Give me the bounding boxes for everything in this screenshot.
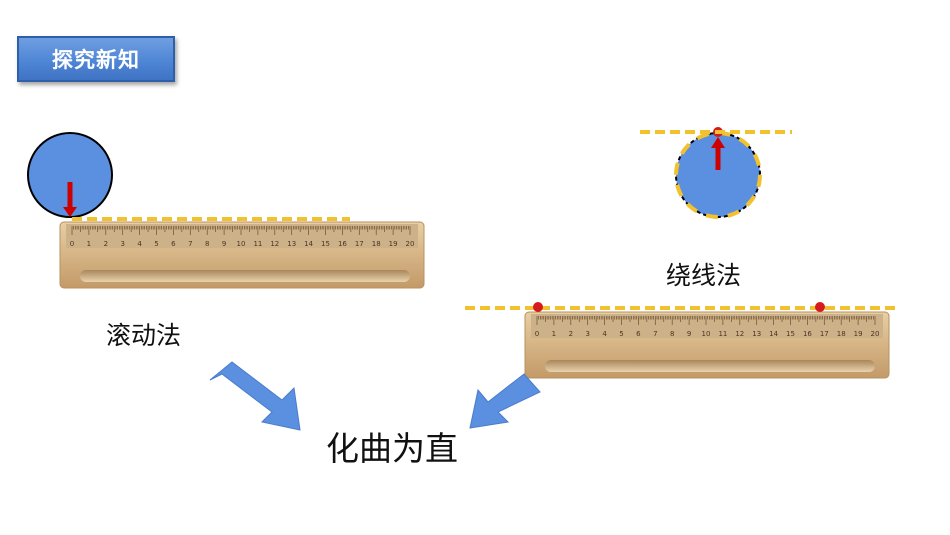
ruler-left-tick-label: 7: [188, 240, 192, 248]
ruler-right-tick-label: 0: [535, 330, 539, 338]
ruler-right-tick-label: 13: [752, 330, 761, 338]
winding-method-label: 绕线法: [666, 261, 742, 290]
ruler-left-tick-label: 10: [237, 240, 246, 248]
ruler-left-tick-label: 15: [321, 240, 330, 248]
section-title: 探究新知: [52, 48, 140, 72]
ruler-right-tick-label: 5: [619, 330, 623, 338]
ruler-right-tick-label: 2: [569, 330, 573, 338]
ruler-left-tick-label: 4: [137, 240, 142, 248]
winding-circle: [674, 127, 762, 219]
ruler-right-tick-label: 4: [602, 330, 607, 338]
ruler-right-tick-label: 19: [854, 330, 863, 338]
ruler-left-tick-label: 14: [304, 240, 313, 248]
ruler-right-tick-label: 18: [837, 330, 846, 338]
ruler-left-tick-label: 20: [406, 240, 415, 248]
ruler-right-tick-label: 20: [871, 330, 880, 338]
ruler-left-tick-label: 9: [222, 240, 226, 248]
ruler-left-tick-label: 18: [372, 240, 381, 248]
ruler-left-tick-label: 5: [154, 240, 158, 248]
rolling-circle: [27, 132, 113, 218]
ruler-right-tick-label: 1: [552, 330, 556, 338]
ruler-left-tick-label: 1: [87, 240, 91, 248]
ruler-right-tick-label: 14: [769, 330, 778, 338]
ruler-left-tick-label: 16: [338, 240, 347, 248]
ruler-right-tick-label: 8: [670, 330, 674, 338]
ruler-right-tick-label: 16: [803, 330, 812, 338]
ruler-left-tick-label: 3: [120, 240, 124, 248]
ruler-left-tick-label: 17: [355, 240, 364, 248]
ruler-right-tick-label: 15: [786, 330, 795, 338]
conclusion-label: 化曲为直: [326, 429, 458, 468]
ruler-right-tick-label: 3: [585, 330, 589, 338]
rolling-method-label: 滚动法: [106, 321, 182, 350]
ruler-right-tick-label: 9: [687, 330, 691, 338]
start-dot-icon: [533, 302, 543, 312]
ruler-left-tick-label: 6: [171, 240, 176, 248]
ruler-right-tick-label: 12: [735, 330, 744, 338]
ruler-left-tick-label: 8: [205, 240, 209, 248]
ruler-left-tick-label: 0: [70, 240, 74, 248]
ruler-left-tick-label: 2: [104, 240, 108, 248]
ruler-left-tick-label: 11: [253, 240, 262, 248]
flow-arrow-left-icon: [209, 361, 301, 431]
flow-arrow-right-icon: [469, 373, 541, 429]
ruler-left-tick-label: 19: [389, 240, 398, 248]
ruler-right-tick-label: 11: [718, 330, 727, 338]
end-dot-icon: [815, 302, 825, 312]
ruler-right-tick-label: 7: [653, 330, 657, 338]
ruler-right-tick-label: 10: [702, 330, 711, 338]
ruler-left-tick-label: 13: [287, 240, 296, 248]
ruler-right-tick-label: 6: [636, 330, 641, 338]
ruler-left-tick-label: 12: [270, 240, 279, 248]
ruler-right-tick-label: 17: [820, 330, 829, 338]
section-title-badge: 探究新知: [17, 36, 175, 82]
